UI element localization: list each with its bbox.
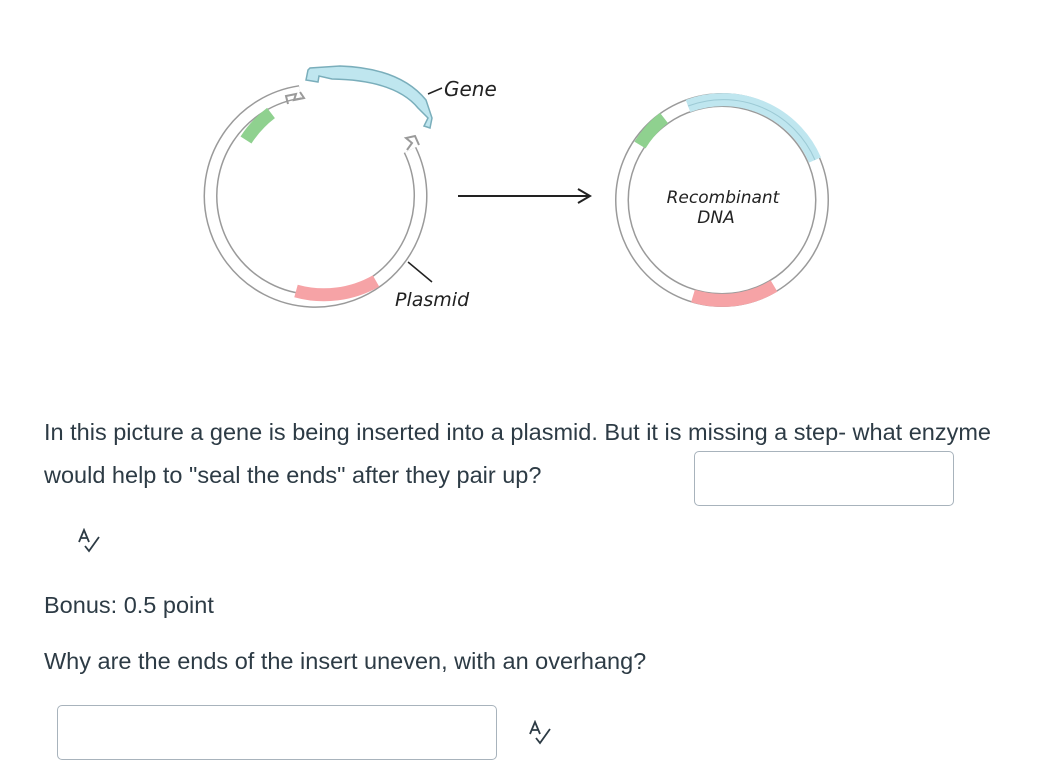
green-marker-right xyxy=(634,112,669,149)
gene-insert xyxy=(685,93,821,163)
answer2-input[interactable] xyxy=(57,705,497,760)
recombinant-label-line1: Recombinant xyxy=(667,188,781,208)
gene-label: Gene xyxy=(444,77,497,101)
recombinant-label-line2: DNA xyxy=(697,208,734,228)
spellcheck-icon[interactable] xyxy=(527,719,553,746)
answer1-input[interactable] xyxy=(694,451,954,506)
red-marker-right xyxy=(691,280,778,307)
question2-text: Why are the ends of the insert uneven, w… xyxy=(44,648,647,674)
arrow xyxy=(458,188,592,204)
plasmid-ring-left xyxy=(203,85,428,308)
recombinant-ring xyxy=(615,93,829,307)
plasmid-diagram: Gene Plasmid Recombinant DNA xyxy=(203,65,829,311)
spellcheck-icon[interactable] xyxy=(76,527,102,554)
green-marker-left xyxy=(240,107,276,144)
plasmid-label: Plasmid xyxy=(395,289,470,311)
gene-fragment xyxy=(305,65,443,129)
red-marker-left xyxy=(294,275,380,302)
question1-text: In this picture a gene is being inserted… xyxy=(44,419,991,488)
bonus-label: Bonus: 0.5 point xyxy=(44,592,214,618)
